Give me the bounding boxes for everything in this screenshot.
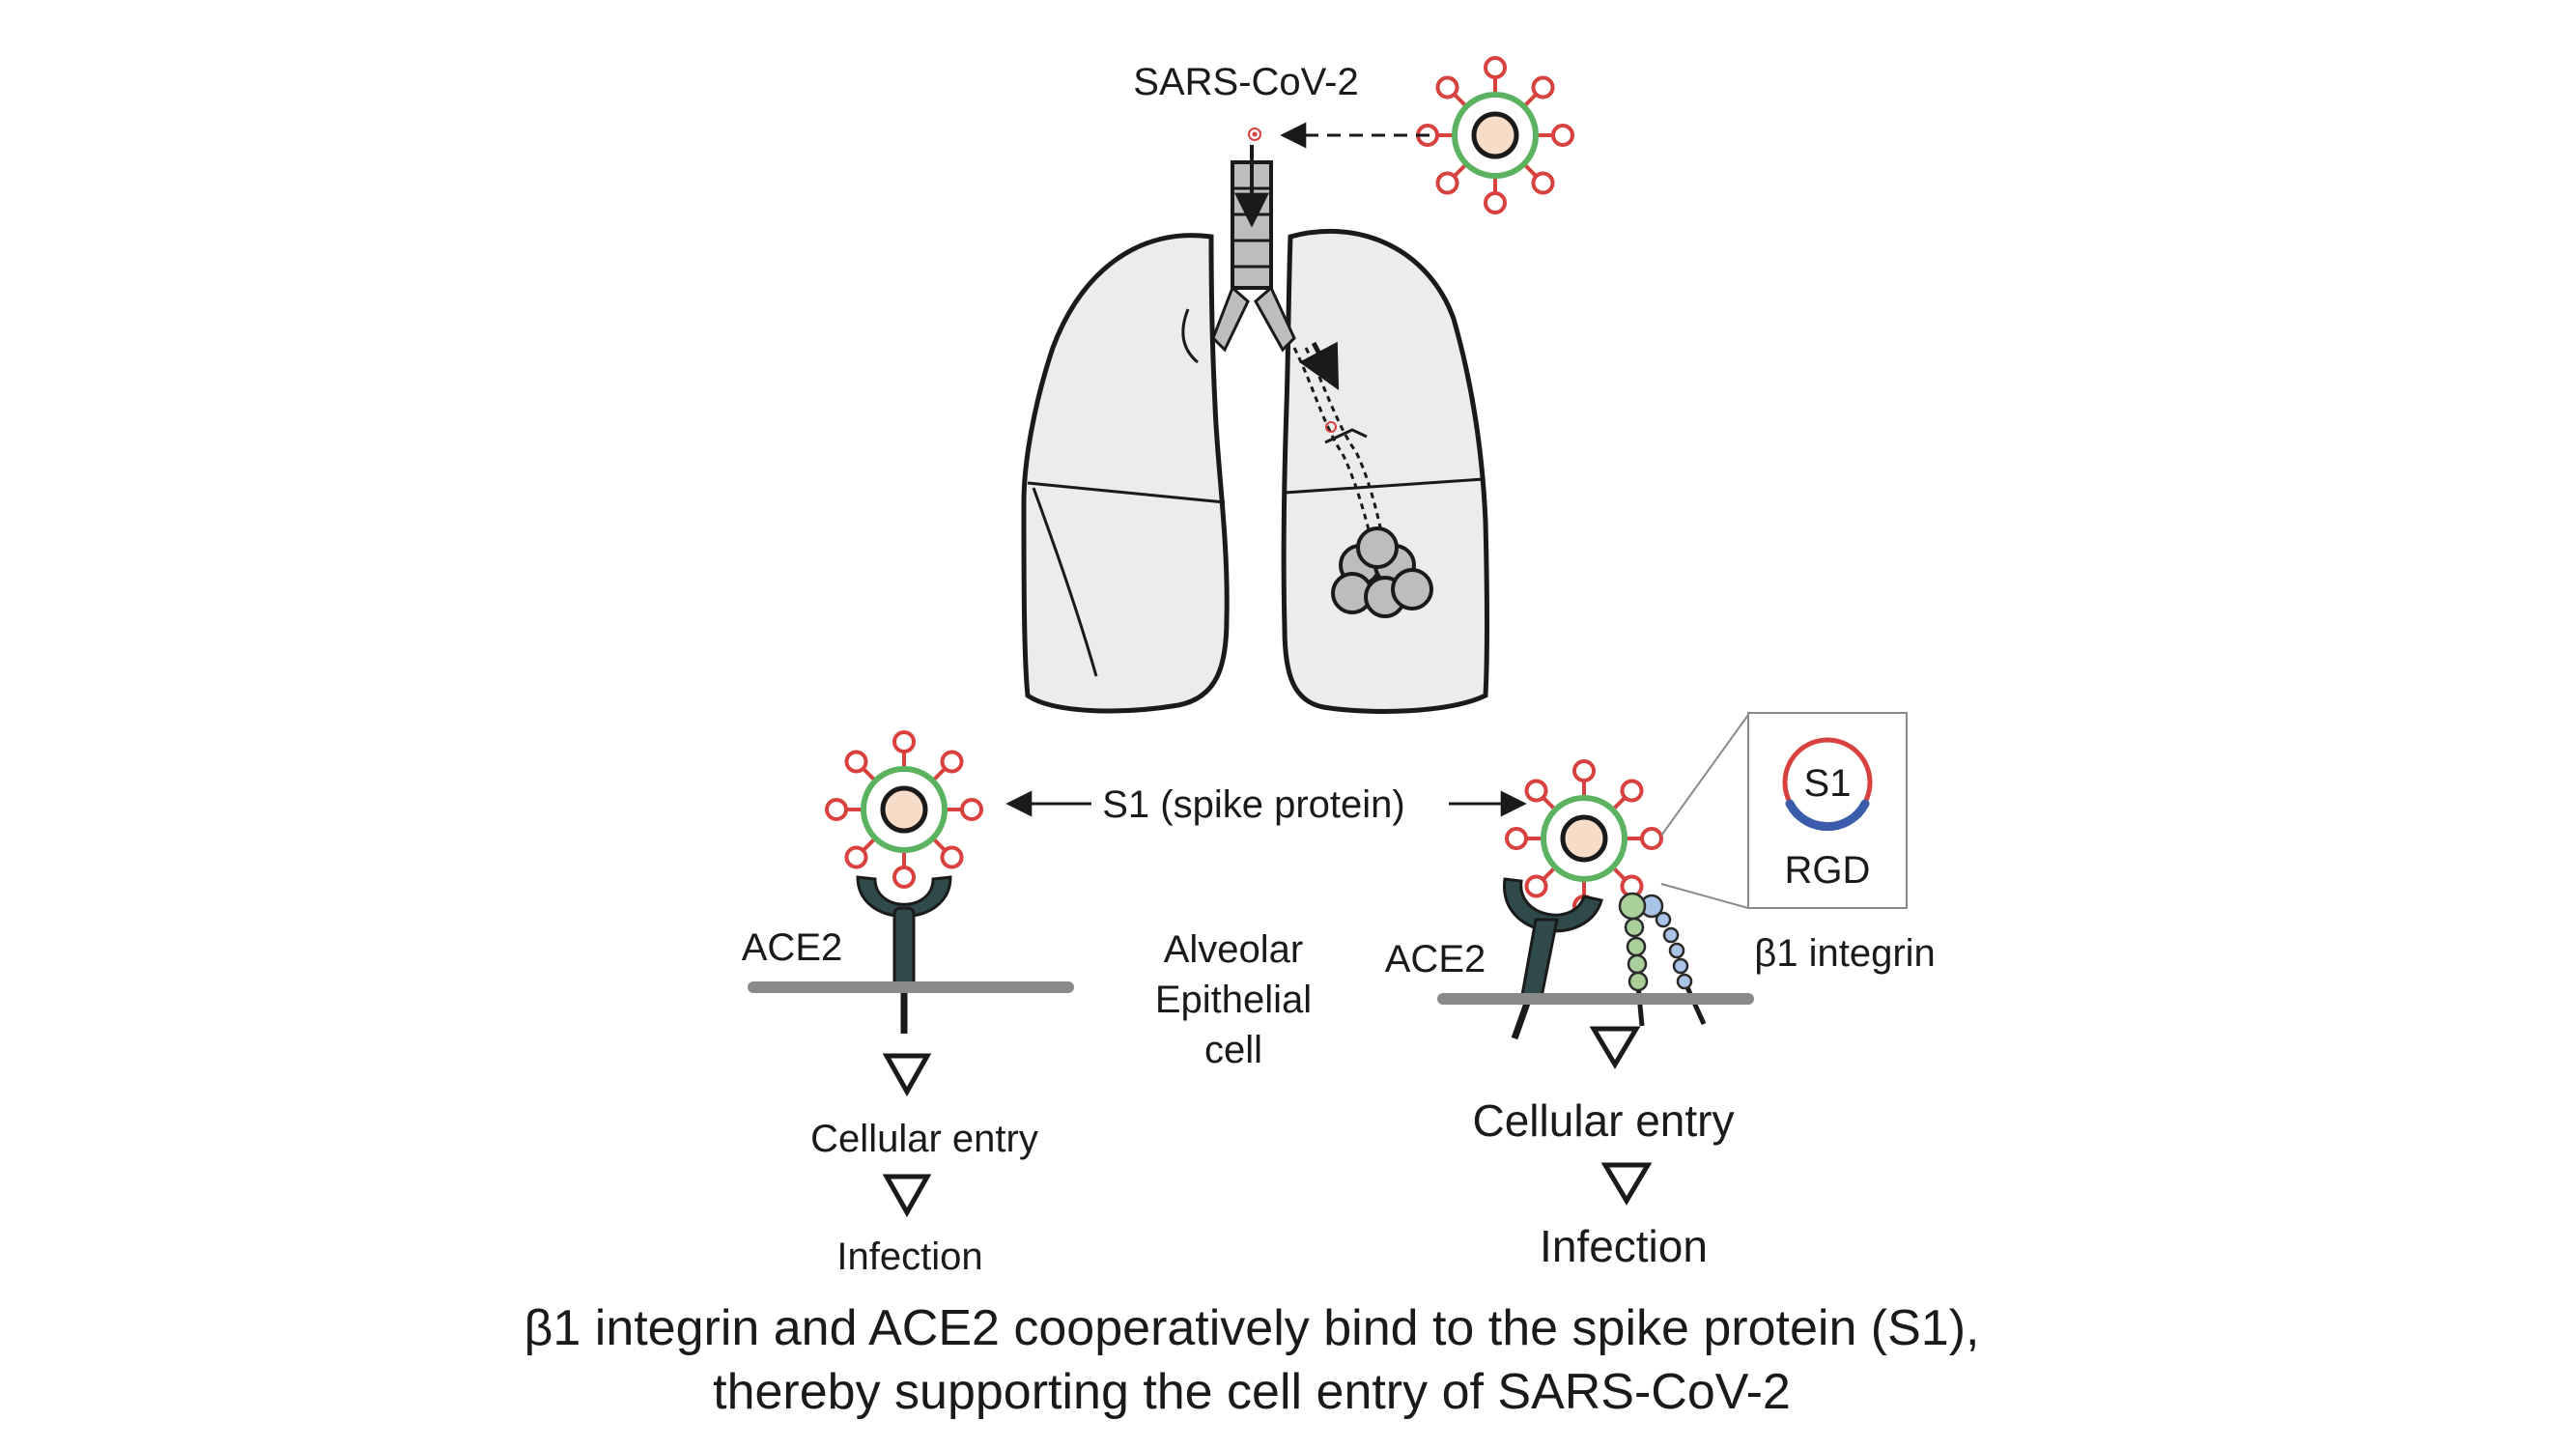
spike-protein-icon bbox=[844, 845, 868, 869]
triangle-right-1 bbox=[1589, 1026, 1641, 1069]
ace2-right-receptor bbox=[1503, 877, 1603, 1040]
spike-protein-icon bbox=[892, 866, 916, 889]
beta1-integrin bbox=[1618, 892, 1707, 1027]
virus-name-label: SARS-CoV-2 bbox=[1133, 61, 1358, 103]
ace2-left-receptor bbox=[856, 875, 952, 1034]
virus-small-icon bbox=[1248, 128, 1261, 141]
triangle-right-2 bbox=[1600, 1162, 1653, 1206]
spike-protein-icon bbox=[1505, 827, 1528, 850]
inset-connector-top bbox=[1660, 714, 1749, 837]
spike-protein-icon bbox=[1640, 827, 1663, 850]
cell-label-line3: cell bbox=[1204, 1029, 1262, 1071]
spike-protein-icon bbox=[1435, 171, 1459, 195]
right-lung bbox=[1281, 228, 1489, 714]
ace2-left-label: ACE2 bbox=[742, 926, 843, 969]
spike-protein-icon bbox=[1435, 75, 1459, 99]
spike-protein-icon bbox=[1531, 75, 1555, 99]
inset-rgd-label: RGD bbox=[1785, 849, 1871, 892]
spike-protein-icon bbox=[1484, 56, 1507, 79]
virus-left bbox=[825, 730, 983, 889]
caption-line1: β1 integrin and ACE2 cooperatively bind … bbox=[524, 1300, 1979, 1356]
spike-protein-icon bbox=[1531, 171, 1555, 195]
spike-protein-icon bbox=[1572, 759, 1596, 782]
ace2-right-label: ACE2 bbox=[1385, 938, 1486, 980]
integrin-label: β1 integrin bbox=[1754, 932, 1936, 975]
spike-protein-icon bbox=[1484, 191, 1507, 214]
spike-protein-icon bbox=[1551, 124, 1574, 147]
entry-left-label: Cellular entry bbox=[810, 1118, 1038, 1160]
spike-protein-icon bbox=[1620, 779, 1644, 803]
alveoli-cluster bbox=[1331, 526, 1433, 618]
spike-protein-icon bbox=[844, 750, 868, 774]
spike-protein-icon bbox=[940, 750, 964, 774]
spike-protein-icon bbox=[1524, 874, 1548, 898]
spike-protein-icon bbox=[940, 845, 964, 869]
triangle-left-2 bbox=[882, 1174, 932, 1218]
virus-right bbox=[1505, 759, 1663, 918]
lungs bbox=[1021, 145, 1489, 714]
inset-connector-bottom bbox=[1660, 883, 1749, 909]
rgd-inset: S1 RGD bbox=[1747, 712, 1908, 909]
left-lung bbox=[1021, 233, 1230, 714]
spike-protein-icon bbox=[1524, 779, 1548, 803]
infection-left-label: Infection bbox=[836, 1236, 982, 1278]
infection-right-label: Infection bbox=[1540, 1221, 1708, 1271]
spike-protein-icon bbox=[960, 798, 983, 821]
cell-label-line1: Alveolar bbox=[1164, 928, 1304, 971]
triangle-left-1 bbox=[882, 1053, 932, 1097]
virus-top bbox=[1416, 56, 1574, 214]
spike-protein-label: S1 (spike protein) bbox=[1102, 783, 1404, 826]
inset-s1-label: S1 bbox=[1804, 762, 1852, 805]
spike-protein-icon bbox=[892, 730, 916, 753]
spike-protein-icon bbox=[825, 798, 848, 821]
entry-right-label: Cellular entry bbox=[1473, 1095, 1735, 1146]
caption-line2: thereby supporting the cell entry of SAR… bbox=[713, 1364, 1791, 1420]
cell-label-line2: Epithelial bbox=[1155, 979, 1312, 1021]
